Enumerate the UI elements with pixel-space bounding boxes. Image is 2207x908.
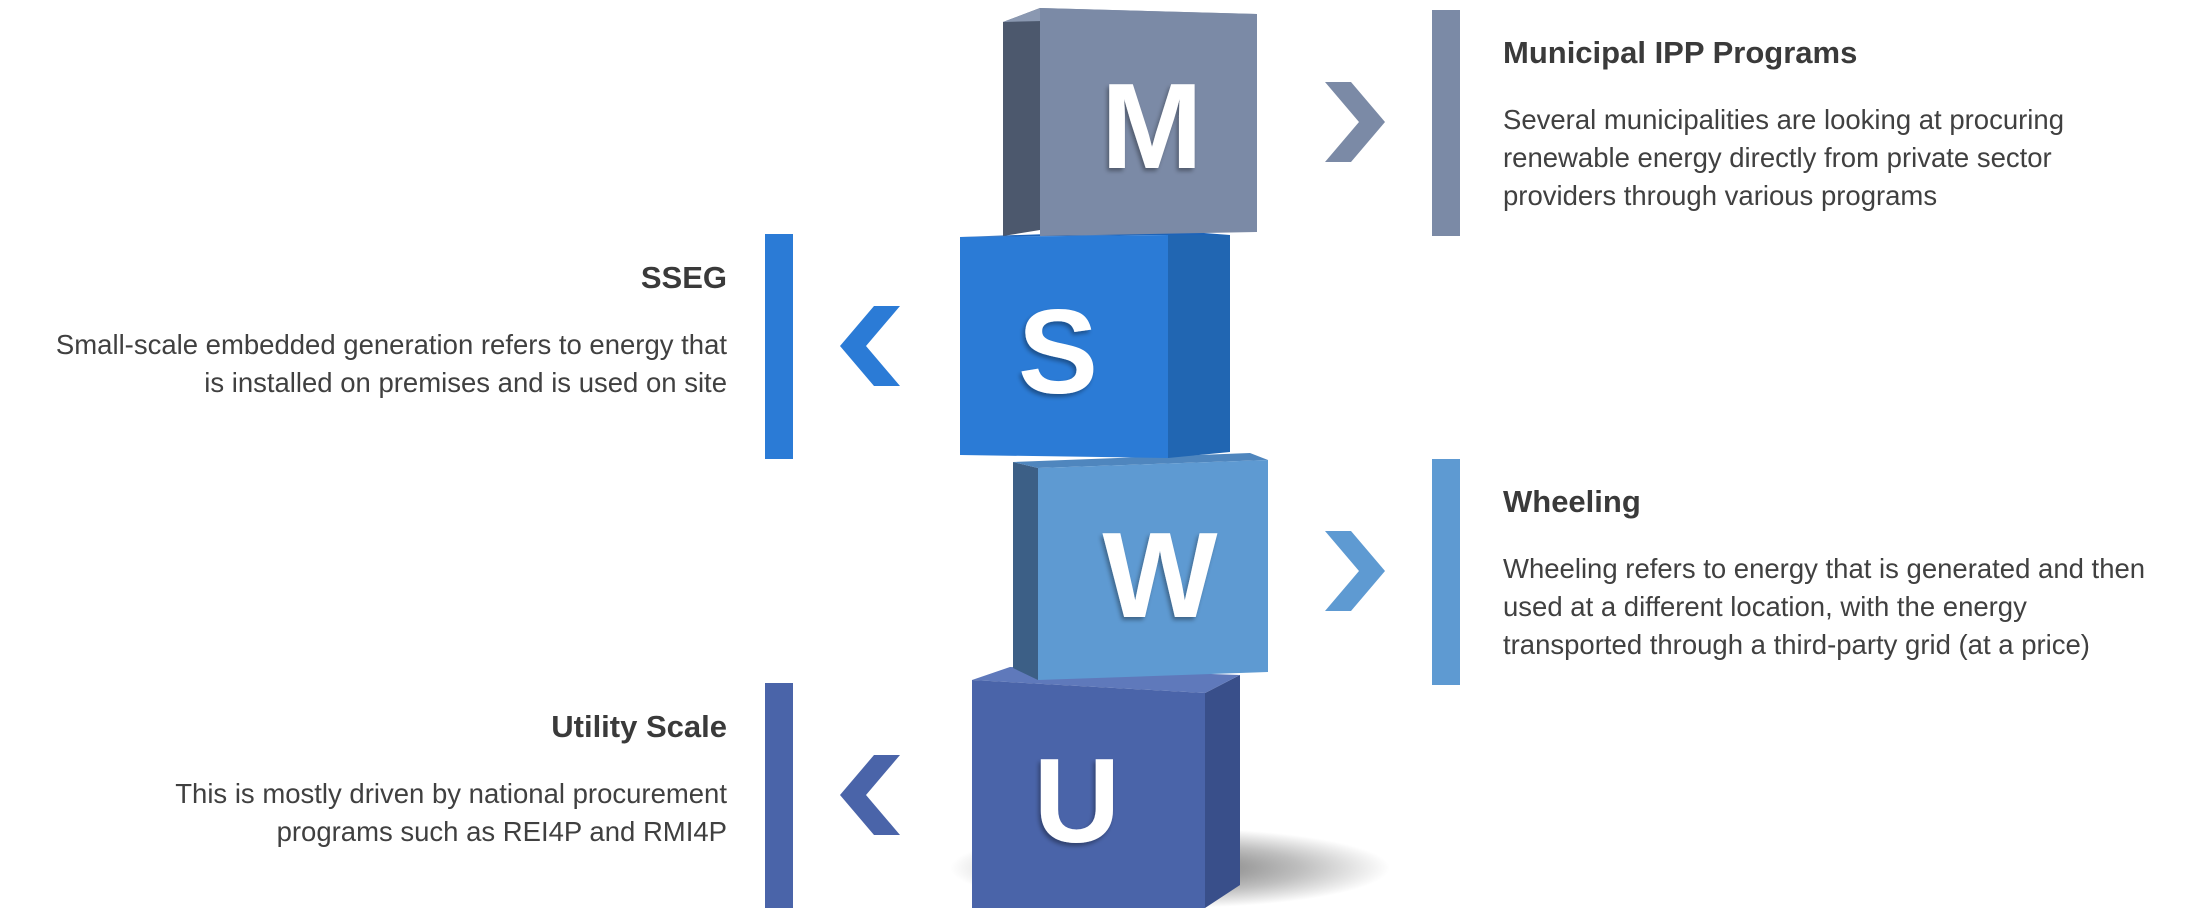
block-m-letter: M [1101,58,1203,194]
block-u-letter: U [1034,734,1121,868]
item-desc-line: renewable energy directly from private s… [1503,142,2052,173]
item-title-wheeling: Wheeling [1503,484,1641,519]
item-desc-line: used at a different location, with the e… [1503,591,2027,622]
chevron-right-icon [1325,531,1385,611]
item-desc-line: Wheeling refers to energy that is genera… [1503,553,2146,584]
item-desc-municipal: Several municipalities are looking at pr… [1503,101,2064,215]
item-desc-line: is installed on premises and is used on … [204,367,727,398]
item-desc-utility: This is mostly driven by national procur… [175,775,727,851]
block-w: W [1013,453,1268,680]
chevron-right-icon [1325,82,1385,162]
item-desc-wheeling: Wheeling refers to energy that is genera… [1503,550,2145,664]
accent-bar-utility [765,683,793,908]
item-desc-line: providers through various programs [1503,180,1938,211]
item-title-sseg: SSEG [640,260,727,295]
item-desc-sseg: Small-scale embedded generation refers t… [56,326,727,402]
block-s-letter: S [1018,285,1098,419]
accent-bar-municipal [1432,10,1460,236]
block-m: M [1003,8,1257,236]
chevron-left-icon [840,306,900,386]
item-desc-line: Several municipalities are looking at pr… [1503,104,2064,135]
block-u-face [972,680,1205,908]
item-title-municipal: Municipal IPP Programs [1503,35,1858,70]
block-m-face [1040,8,1257,236]
block-w-letter: W [1102,507,1218,643]
item-title-utility: Utility Scale [551,709,727,744]
chevron-left-icon [840,755,900,835]
accent-bar-wheeling [1432,459,1460,685]
accent-bar-sseg [765,234,793,459]
item-desc-line: Small-scale embedded generation refers t… [55,329,727,360]
block-s-face [960,235,1168,458]
block-s: S [960,230,1230,458]
item-desc-line: programs such as REI4P and RMI4P [276,816,727,847]
block-w-face [1038,460,1268,680]
item-desc-line: transported through a third-party grid (… [1503,629,2090,660]
block-u: U [972,667,1240,908]
item-desc-line: This is mostly driven by national procur… [175,778,727,809]
